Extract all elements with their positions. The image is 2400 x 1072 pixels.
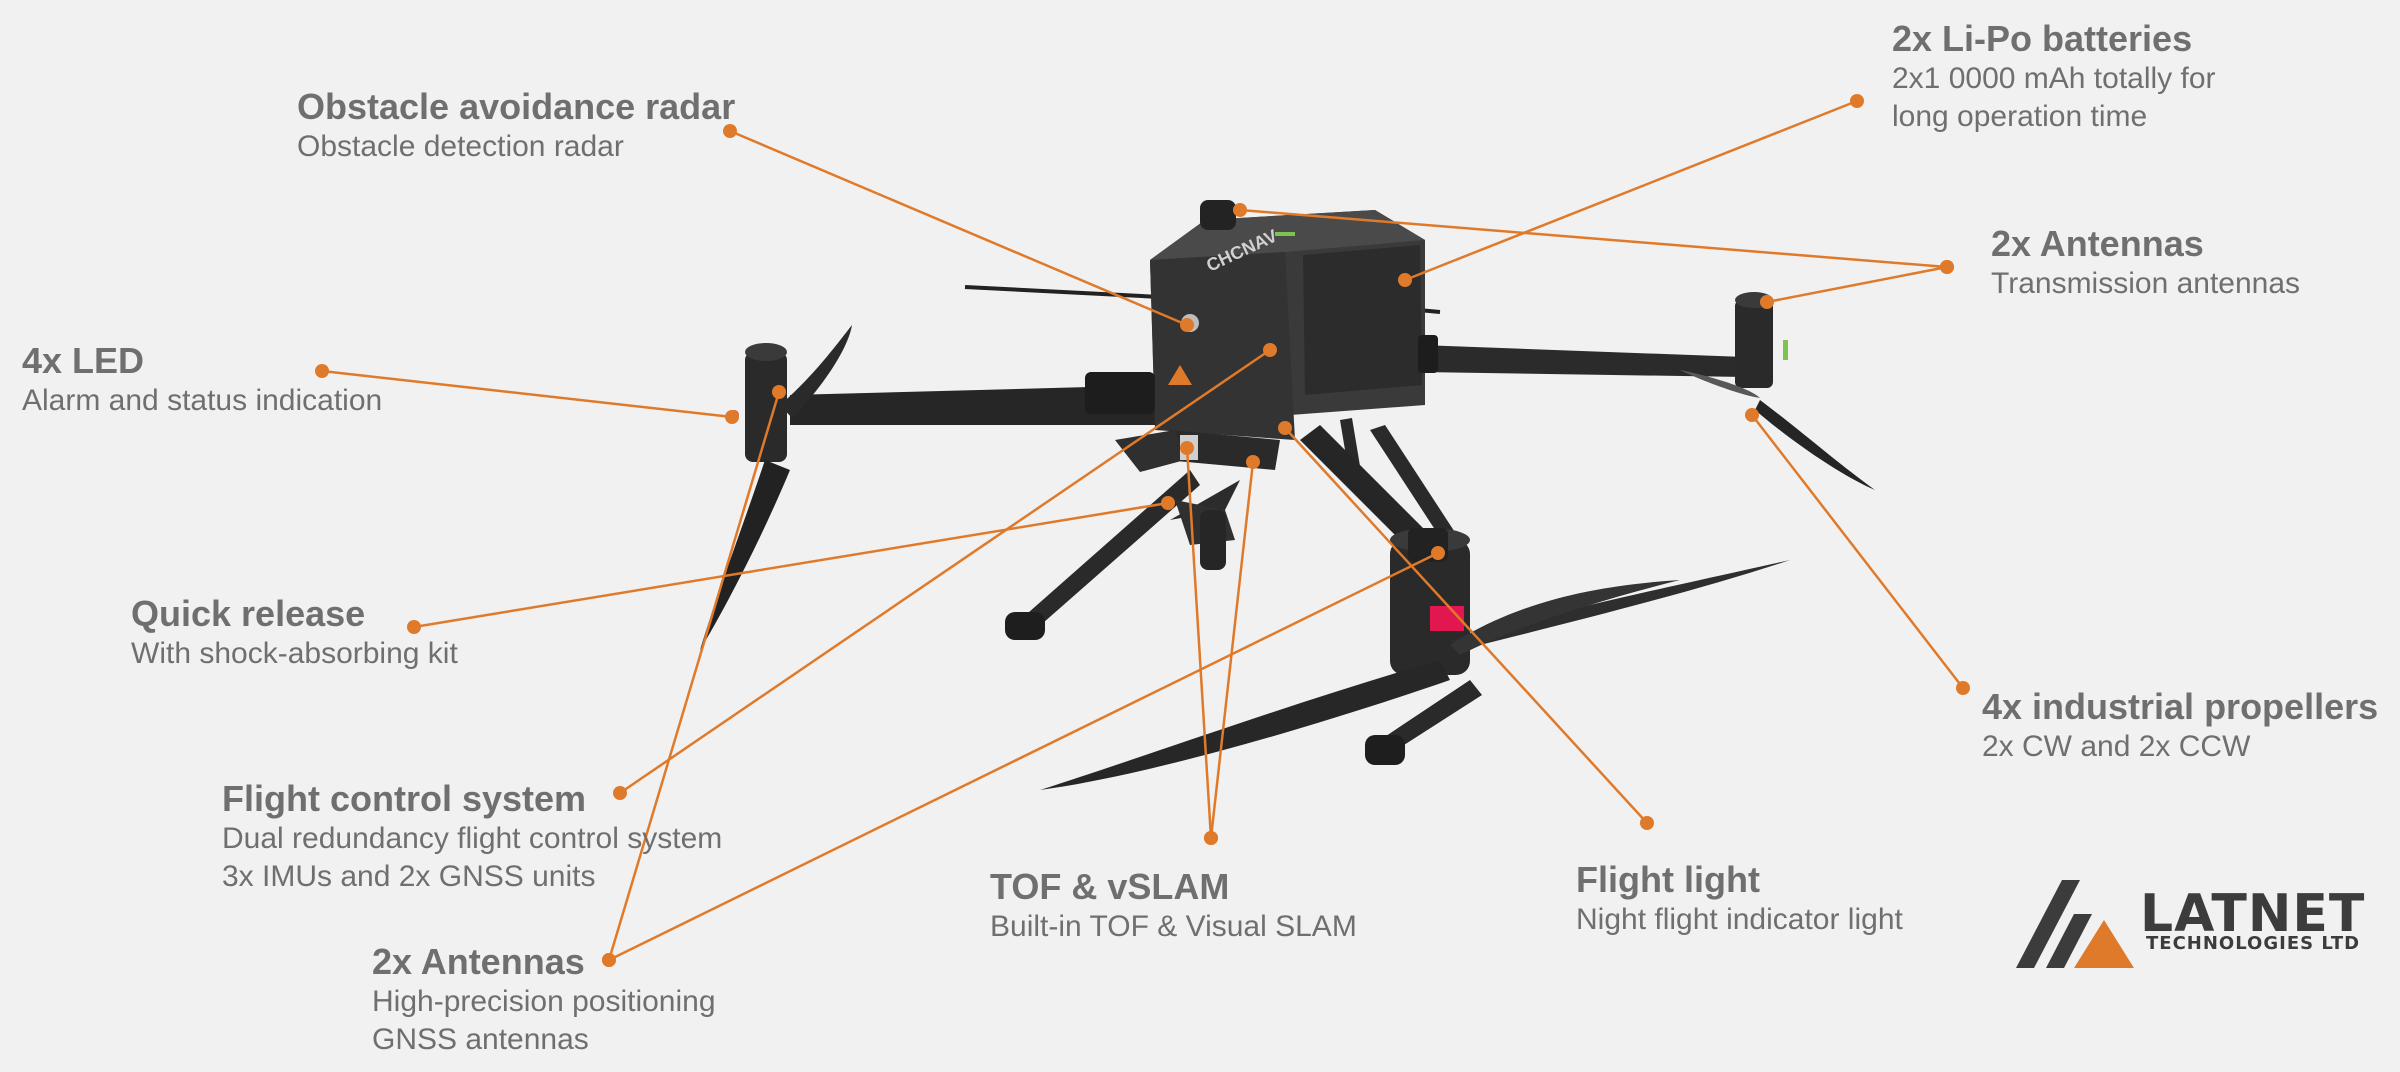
leader-dot-flight-light-start <box>1640 816 1654 830</box>
leader-dot-antennas-gnss-2-end <box>1431 546 1445 560</box>
rear-antenna-left <box>964 285 1161 299</box>
callout-desc-line: Alarm and status indication <box>22 384 383 417</box>
callout-title: 2x Antennas <box>1991 223 2204 264</box>
leader-dot-radar-start <box>723 124 737 138</box>
callout-desc-line: With shock-absorbing kit <box>131 637 458 670</box>
leader-dot-tof-2-end <box>1246 455 1260 469</box>
callout-propellers: 4x industrial propellers 2x CW and 2x CC… <box>1982 686 2378 766</box>
leader-dot-antennas-gnss-1-end <box>772 385 786 399</box>
arm-front-right <box>1040 425 1790 790</box>
arm-left <box>700 325 1165 650</box>
callout-title: Flight light <box>1576 859 1760 900</box>
leader-dot-tof-1-end <box>1180 441 1194 455</box>
leader-line-antennas-top-2 <box>1766 265 1948 304</box>
leader-dot-flight-control-end <box>1263 343 1277 357</box>
callout-desc-line: GNSS antennas <box>372 1023 589 1056</box>
leader-line-tof-1 <box>1185 447 1213 839</box>
arm-rear-right <box>1420 292 1875 490</box>
logo-subtitle: TECHNOLOGIES LTD <box>2146 933 2361 954</box>
leader-dot-antennas-top-1-end <box>1233 203 1247 217</box>
leader-line-batteries <box>1404 99 1858 282</box>
callout-batteries: 2x Li-Po batteries 2x1 0000 mAh totally … <box>1892 18 2216 136</box>
callout-desc-line: 2x1 0000 mAh totally for <box>1892 62 2216 95</box>
leader-dot-led-start <box>315 364 329 378</box>
callout-title: 4x industrial propellers <box>1982 686 2379 727</box>
callout-quick-release: Quick release With shock-absorbing kit <box>131 593 458 673</box>
callout-antennas-gnss: 2x Antennas High-precision positioning G… <box>372 941 716 1059</box>
leader-dot-led-end <box>725 410 739 424</box>
leader-dot-flight-light-end <box>1278 421 1292 435</box>
leader-line-flight-control <box>619 348 1271 795</box>
callout-title: Flight control system <box>222 778 587 819</box>
callout-title: 2x Antennas <box>372 941 585 982</box>
leader-dot-antennas-top-2-end <box>1760 295 1774 309</box>
leader-line-flight-light <box>1284 427 1648 824</box>
callout-radar: Obstacle avoidance radar Obstacle detect… <box>297 86 735 166</box>
company-logo: LATNET TECHNOLOGIES LTD <box>2012 876 2372 972</box>
drone-body: CHCNAV <box>1085 200 1438 472</box>
landing-gear <box>1005 418 1482 765</box>
leader-dot-radar-end <box>1180 318 1194 332</box>
leader-line-tof-2 <box>1209 461 1255 839</box>
callout-desc-line: Dual redundancy flight control system <box>222 822 723 855</box>
callout-desc-line: High-precision positioning <box>372 985 716 1018</box>
callout-flight-control: Flight control system Dual redundancy fl… <box>222 778 722 896</box>
callout-desc-line: 2x CW and 2x CCW <box>1982 730 2251 763</box>
callout-desc-line: Built-in TOF & Visual SLAM <box>990 910 1357 943</box>
leader-dot-batteries-start <box>1850 94 1864 108</box>
leader-line-antennas-top-1 <box>1239 208 1948 269</box>
callout-title: TOF & vSLAM <box>990 866 1230 907</box>
leader-line-antennas-gnss-1 <box>607 391 781 961</box>
callout-desc-line: Obstacle detection radar <box>297 130 624 163</box>
callout-title: Quick release <box>131 593 366 634</box>
callout-desc-line: Transmission antennas <box>1991 267 2301 300</box>
leader-dot-antennas-gnss-2-start <box>602 953 616 967</box>
callout-flight-light: Flight light Night flight indicator ligh… <box>1576 859 1903 939</box>
logo-name: LATNET <box>2140 884 2366 944</box>
callout-title: Obstacle avoidance radar <box>297 86 736 127</box>
callout-antennas-top: 2x Antennas Transmission antennas <box>1991 223 2300 303</box>
leader-dot-batteries-end <box>1398 273 1412 287</box>
leader-line-quick-release <box>413 501 1169 629</box>
leader-line-led <box>321 369 733 419</box>
callout-tof: TOF & vSLAM Built-in TOF & Visual SLAM <box>990 866 1357 946</box>
leader-dot-quick-release-end <box>1161 496 1175 510</box>
callout-desc-line: Night flight indicator light <box>1576 903 1903 936</box>
leader-line-antennas-gnss-2 <box>608 551 1439 962</box>
leader-line-radar <box>729 129 1188 327</box>
logo-mark-icon <box>2016 880 2134 968</box>
callout-title: 2x Li-Po batteries <box>1892 18 2193 59</box>
callout-title: 4x LED <box>22 340 145 381</box>
leader-dot-tof-2-start <box>1204 831 1218 845</box>
callout-led: 4x LED Alarm and status indication <box>22 340 382 420</box>
leader-dot-propellers-end <box>1745 408 1759 422</box>
leader-dot-flight-control-start <box>613 786 627 800</box>
callout-desc-line: long operation time <box>1892 100 2148 133</box>
leader-dot-propellers-start <box>1956 681 1970 695</box>
callout-desc-line: 3x IMUs and 2x GNSS units <box>222 860 596 893</box>
leader-dot-quick-release-start <box>407 620 421 634</box>
leader-line-propellers <box>1751 414 1964 689</box>
leader-dot-antennas-top-2-start <box>1940 260 1954 274</box>
